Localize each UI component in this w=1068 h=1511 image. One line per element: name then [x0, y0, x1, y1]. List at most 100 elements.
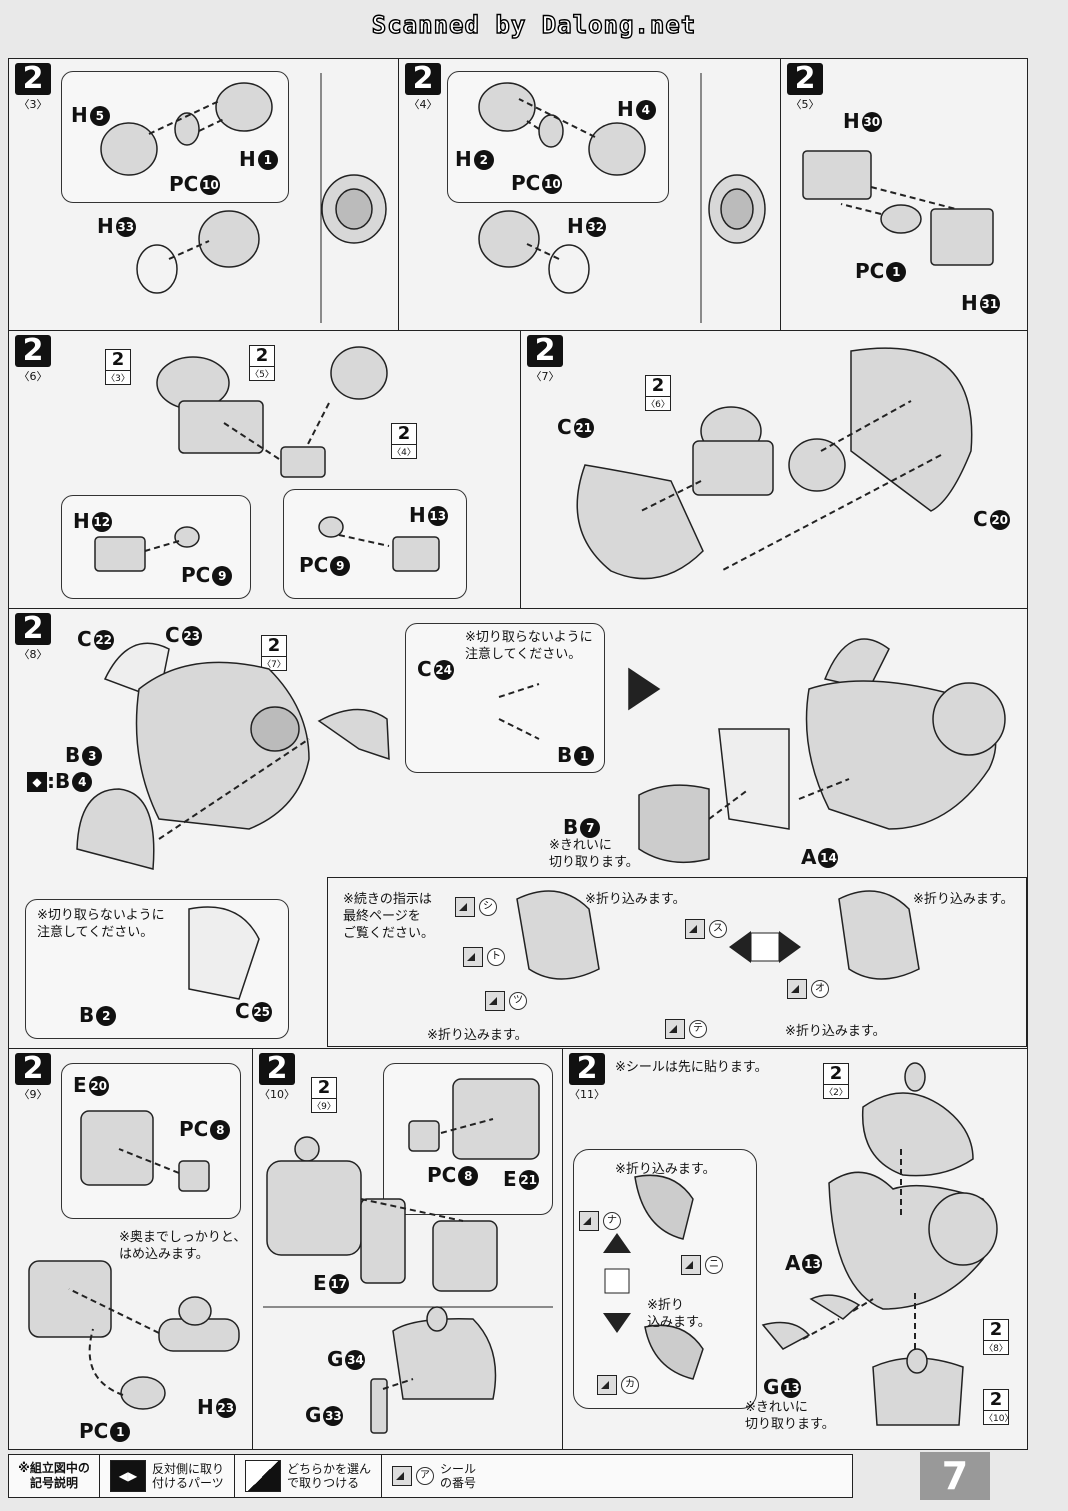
seal-shi: シ: [455, 897, 497, 917]
legend-seal-number: ア シール の番号: [382, 1455, 486, 1497]
note-cut-clean: ※きれいに 切り取ります。: [549, 838, 639, 870]
seal-su: ス: [685, 919, 727, 939]
note-do-not-cut-2: ※切り取らないように 注意してください。: [37, 908, 165, 940]
ref-step-2-10: 2〈10〉: [983, 1389, 1014, 1425]
seal-to: ト: [463, 947, 505, 967]
ref-step-2-4: 2〈4〉: [391, 423, 417, 459]
step-badge: 2〈6〉: [15, 335, 51, 384]
assembly-illustration: [478, 73, 766, 323]
note-fold-4: ※折り込みます。: [785, 1024, 886, 1039]
panel-step-2-11: 2〈11〉 ※シールは先に貼ります。 2〈2〉 2〈8〉 2〈10〉 ※折り込み…: [562, 1048, 1028, 1450]
seal-na: ナ: [579, 1211, 621, 1231]
note-push-in-fully: ※奥までしっかりと、 はめ込みます。: [119, 1230, 247, 1262]
seal-ka: カ: [597, 1375, 639, 1395]
ref-step-2-5: 2〈5〉: [249, 345, 275, 381]
ref-step-2-7: 2〈7〉: [261, 635, 287, 671]
note-fold-3: ※折り込みます。: [913, 892, 1014, 907]
assembly-illustration: [802, 150, 994, 266]
seal-te: テ: [665, 1019, 707, 1039]
choose-one-icon: [245, 1460, 282, 1492]
symbol-legend: ※組立図中の 記号説明 ◀▶ 反対側に取り 付けるパーツ どちらかを選ん で取り…: [8, 1454, 853, 1498]
note-fold-1: ※折り込みます。: [585, 892, 686, 907]
step-badge: 2〈3〉: [15, 63, 51, 112]
seal-instructions-box: [327, 877, 1027, 1047]
assembly-illustration: [603, 1062, 998, 1426]
note-fold-2: ※折り込みます。: [427, 1028, 528, 1043]
opposite-side-icon: ◀▶: [110, 1460, 146, 1492]
detail-callout-c24: [405, 623, 605, 773]
assembly-illustration: [94, 346, 440, 572]
ref-step-2-9: 2〈9〉: [311, 1077, 337, 1113]
legend-opposite-side-text: 反対側に取り 付けるパーツ: [152, 1462, 225, 1490]
step-badge: 2〈9〉: [15, 1053, 51, 1102]
ref-step-2-2: 2〈2〉: [823, 1063, 849, 1099]
page-number: 7: [920, 1452, 990, 1500]
step-badge: 2〈8〉: [15, 613, 51, 662]
seal-number-icon: ア: [392, 1466, 435, 1486]
note-fold-2: ※折り 込みます。: [647, 1298, 711, 1330]
note-apply-seal-first: ※シールは先に貼ります。: [615, 1060, 768, 1075]
ref-step-2-6: 2〈6〉: [645, 375, 671, 411]
legend-opposite-side: ◀▶ 反対側に取り 付けるパーツ: [100, 1455, 236, 1497]
step-badge: 2〈7〉: [527, 335, 563, 384]
note-do-not-cut: ※切り取らないように 注意してください。: [465, 630, 593, 662]
note-cut-clean: ※きれいに 切り取ります。: [745, 1400, 835, 1432]
legend-seal-number-text: シール の番号: [440, 1462, 477, 1490]
ref-step-2-3: 2〈3〉: [105, 349, 131, 385]
seal-tsu: ツ: [485, 991, 527, 1011]
seal-ni: ニ: [681, 1255, 723, 1275]
legend-title: ※組立図中の 記号説明: [9, 1455, 100, 1497]
step-badge: 2〈11〉: [569, 1051, 605, 1101]
ref-step-2-8: 2〈8〉: [983, 1319, 1009, 1355]
step-badge: 2〈10〉: [259, 1051, 295, 1101]
legend-choose-one-text: どちらかを選ん で取りつける: [287, 1462, 372, 1490]
assembly-illustration: [100, 73, 387, 323]
assembly-illustration: [76, 638, 1006, 1000]
assembly-illustration: [263, 1078, 553, 1434]
step-badge: 2〈4〉: [405, 63, 441, 112]
note-fold-1: ※折り込みます。: [615, 1162, 716, 1177]
note-continue-last-page: ※続きの指示は 最終ページを ご覧ください。: [343, 892, 435, 941]
